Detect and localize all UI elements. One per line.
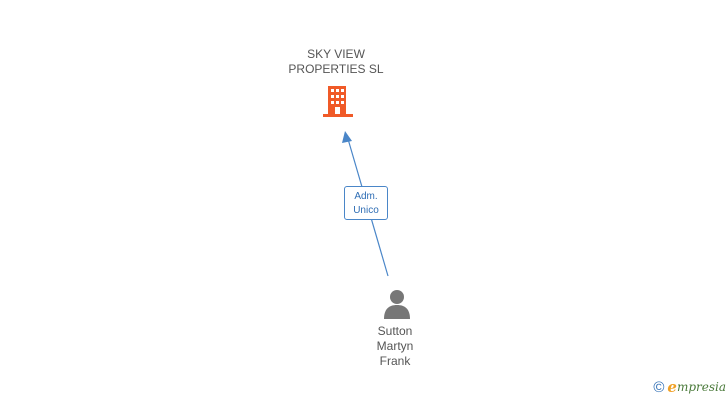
person-icon[interactable]: [381, 288, 413, 320]
person-name[interactable]: Sutton Martyn Frank: [335, 324, 455, 369]
company-name[interactable]: SKY VIEW PROPERTIES SL: [236, 47, 436, 77]
copyright-icon: ©: [653, 378, 665, 396]
person-name-line-1[interactable]: Sutton: [377, 324, 413, 338]
person-name-line-2[interactable]: Martyn: [376, 339, 414, 353]
role-label-line-1: Adm.: [354, 191, 378, 202]
arrow-head-icon: [342, 131, 352, 143]
company-name-line-2[interactable]: PROPERTIES SL: [288, 62, 384, 76]
role-label-line-2: Unico: [353, 205, 379, 216]
brand-logo-text: mpresia: [676, 380, 726, 394]
role-label[interactable]: Adm. Unico: [344, 186, 388, 220]
brand-logo-initial: e: [667, 378, 677, 396]
company-name-line-1[interactable]: SKY VIEW: [307, 47, 365, 61]
building-icon[interactable]: [320, 83, 356, 119]
person-name-line-3[interactable]: Frank: [379, 354, 411, 368]
brand-logo[interactable]: © e mpresia: [653, 377, 726, 397]
